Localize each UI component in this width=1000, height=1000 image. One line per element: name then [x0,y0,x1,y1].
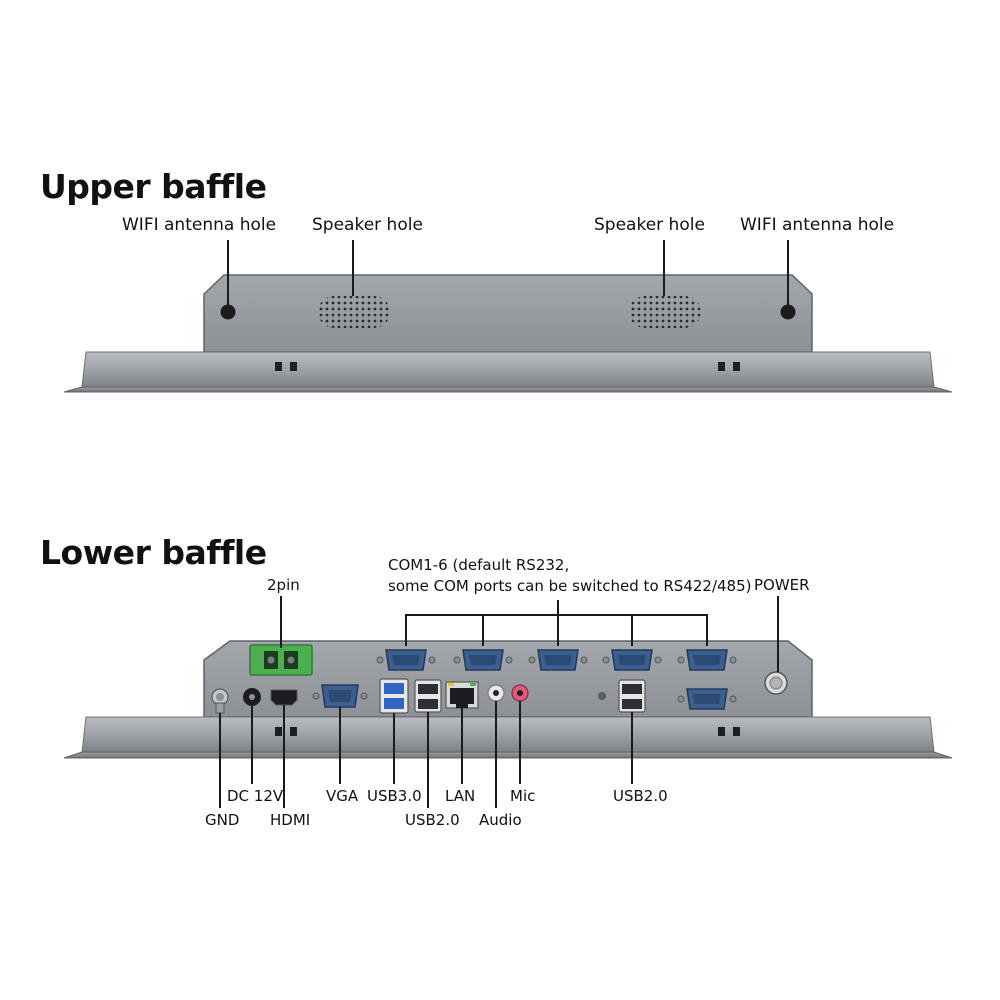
label-usb30: USB3.0 [367,787,422,805]
label-mic: Mic [510,787,536,805]
upper-bezel-lip [63,386,953,393]
vga-port [312,684,368,708]
label-usb20-left: USB2.0 [405,811,460,829]
com-bracket [405,600,708,646]
upper-mount-slot [290,362,297,371]
lower-front-bezel [81,716,935,753]
hdmi-port [270,689,298,706]
gnd-screw [211,688,229,714]
panel-screw [598,692,606,700]
label-usb20-right: USB2.0 [613,787,668,805]
2pin-terminal [249,644,313,676]
label-dc-12v: DC 12V [227,787,284,805]
lower-baffle [63,596,953,808]
upper-baffle [63,240,953,393]
lan-port [445,681,479,709]
label-hdmi: HDMI [270,811,311,829]
usb20-ports-left [414,679,442,713]
label-vga: VGA [326,787,359,805]
power-button [764,671,788,695]
wifi-antenna-hole-right [780,304,796,320]
upper-mount-slot [275,362,282,371]
upper-front-bezel [81,351,935,388]
audio-jack [487,684,505,702]
upper-baffle-title: Upper baffle [40,167,267,206]
label-2pin: 2pin [267,576,300,594]
label-lan: LAN [445,787,476,805]
lower-mount-slot [718,727,725,736]
upper-mount-slot [733,362,740,371]
speaker-hole-left [318,296,390,328]
label-power: POWER [754,576,810,594]
lower-bezel-lip [63,751,953,759]
lower-mount-slot [290,727,297,736]
label-speaker-hole-left: Speaker hole [312,215,423,235]
label-audio: Audio [479,811,522,829]
speaker-hole-right [629,296,701,328]
wifi-antenna-hole-left [220,304,236,320]
lower-mount-slot [733,727,740,736]
usb20-ports-right [618,679,646,713]
label-speaker-hole-right: Speaker hole [594,215,705,235]
label-gnd: GND [205,811,240,829]
label-wifi-antenna-hole-left: WIFI antenna hole [122,215,277,235]
label-com-line1: COM1-6 (default RS232, [388,556,570,574]
lower-baffle-title: Lower baffle [40,533,267,572]
upper-back-housing [203,274,813,353]
label-wifi-antenna-hole-right: WIFI antenna hole [740,215,895,235]
dc-12v-jack [243,688,261,706]
label-com-line2: some COM ports can be switched to RS422/… [388,577,752,595]
mic-jack [511,684,529,702]
lower-mount-slot [275,727,282,736]
upper-mount-slot [718,362,725,371]
usb30-ports [379,678,409,714]
